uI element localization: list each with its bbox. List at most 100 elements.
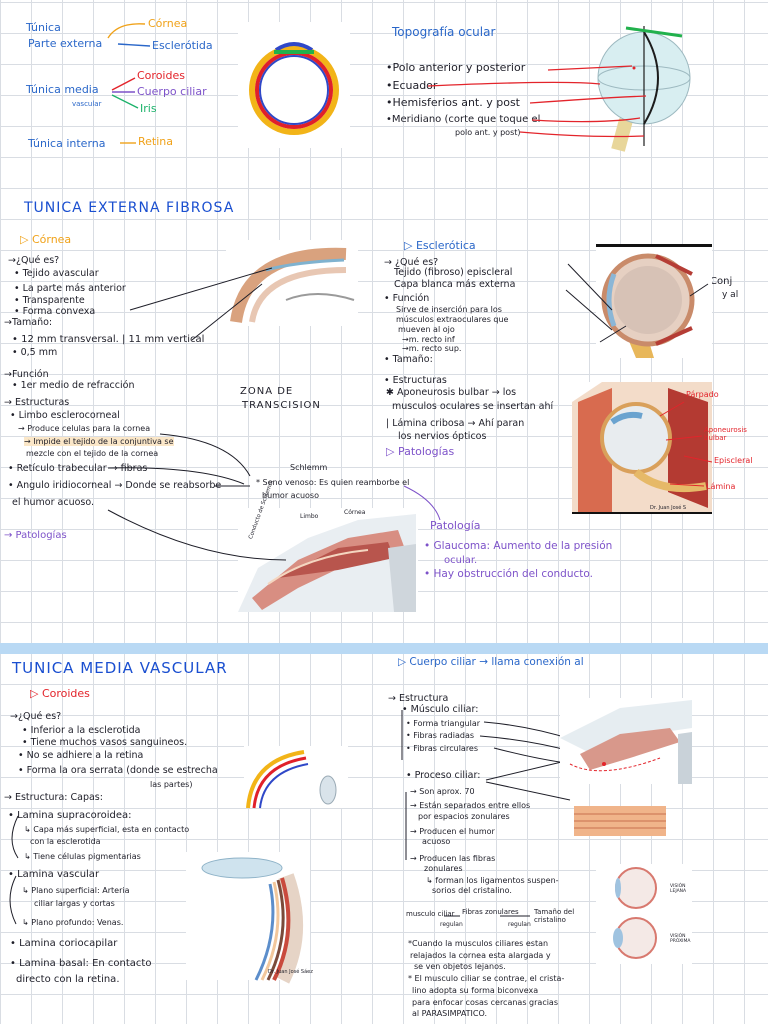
cc-p-3: por espacios zonulares — [418, 812, 510, 821]
parte-externa-label: Parte externa — [28, 37, 103, 50]
angulo-b: el humor acuoso. — [12, 497, 95, 508]
coroides-line-3: • No se adhiere a la retina — [18, 750, 144, 761]
cornea-tamano-1: • 12 mm transversal. | 11 mm vertical — [12, 334, 205, 345]
coroides-heading: ▷ Coroides — [30, 687, 90, 700]
topo-item-1: •Polo anterior y posterior — [386, 61, 526, 74]
limbo-2: → Impide el tejido de la conjuntiva se — [24, 437, 174, 447]
cc-note-2: relajados la cornea esta alargada y — [410, 951, 551, 960]
cornea-heading: ▷ Córnea — [20, 233, 72, 246]
cornea-line-4: • Forma convexa — [14, 306, 96, 317]
lamina-cribosa: | Lámina cribosa → Ahí paran — [386, 418, 525, 429]
cc-musculo: • Músculo ciliar: — [402, 704, 479, 715]
fig-cornea-label: Córnea — [344, 509, 366, 516]
lamina-supra: • Lamina supracoroidea: — [8, 810, 132, 821]
cc-note-5: lino adopta su forma biconvexa — [412, 986, 539, 995]
aponeurosis: ✱ Aponeurosis bulbar → los — [386, 387, 517, 398]
escl-que-es: → ¿Qué es? — [384, 257, 439, 268]
lamina-cribosa-b: los nervios ópticos — [398, 431, 487, 442]
vasc-2: ↳ Plano profundo: Venas. — [22, 918, 124, 927]
coroides-line-1: • Inferior a la esclerotida — [22, 725, 141, 736]
cc-note-4: * El musculo ciliar se contrae, el crist… — [408, 974, 565, 983]
coroides-line-5: las partes) — [150, 780, 193, 789]
zona-1: ZONA DE — [240, 386, 294, 397]
topo-item-3: •Hemisferios ant. y post — [386, 96, 520, 109]
parpado-label: Párpado — [686, 390, 719, 399]
cc-m-1: • Forma triangular — [406, 719, 481, 728]
vision-figure: VISIÓN LEJANA VISIÓN PRÓXIMA — [596, 864, 692, 964]
escl-insercion-2: →m. recto sup. — [402, 344, 462, 353]
cc-p-6: → Producen las fibras — [410, 854, 496, 863]
cc-proceso: • Proceso ciliar: — [406, 770, 481, 781]
sclera-eye-figure — [596, 244, 712, 358]
escl-funcion: • Función — [384, 293, 430, 304]
escl-def-2: Capa blanca más externa — [394, 279, 516, 290]
escl-patologias: ▷ Patologías — [386, 445, 455, 458]
escl-funcion-3: mueven al ojo — [398, 325, 455, 334]
aponeurosis-fig-label: Aponeurosis bulbar — [704, 426, 747, 443]
cuerpo-ciliar-heading: ▷ Cuerpo ciliar → llama conexión al — [398, 656, 584, 668]
lamina-basal-b: directo con la retina. — [16, 974, 120, 985]
coroides-line-2: • Tiene muchos vasos sanguineos. — [22, 737, 188, 748]
cc-note-3: se ven objetos lejanos. — [414, 962, 506, 971]
cc-note-6: para enfocar cosas cercanas gracias — [412, 998, 559, 1007]
cc-p-7: zonulares — [424, 864, 463, 873]
cornea-line-2: • La parte más anterior — [14, 283, 126, 294]
coroides-label: Coroides — [137, 69, 185, 82]
media-title: TUNICA MEDIA VASCULAR — [12, 659, 228, 677]
orbit-section-figure: Dr. Juan José S — [572, 382, 712, 514]
escl-insercion-1: →m. recto inf — [402, 335, 455, 344]
coroides-estructura: → Estructura: Capas: — [4, 792, 103, 803]
cc-forman: ↳ forman los ligamentos suspen- — [426, 876, 559, 885]
coroides-que-es: →¿Qué es? — [10, 711, 62, 722]
lamina-vascular: • Lamina vascular — [8, 869, 100, 880]
cornea-tamano-2: • 0,5 mm — [12, 347, 58, 358]
cornea-label: Córnea — [148, 17, 188, 30]
fibrosa-title: TUNICA EXTERNA FIBROSA — [24, 200, 235, 216]
topo-item-2: •Ecuador — [386, 79, 438, 92]
supra-1b: con la esclerotida — [30, 837, 101, 846]
cornea-tamano: →Tamaño: — [4, 317, 53, 328]
vasc-1: ↳ Plano superficial: Arteria — [22, 886, 130, 895]
coroides-line-4: • Forma la ora serrata (donde se estrech… — [18, 765, 218, 776]
reticulo: • Retículo trabecular → fibras — [8, 463, 148, 474]
patologia-item-1: • Glaucoma: Aumento de la presión — [424, 540, 613, 552]
conj-label-2: y al — [722, 290, 739, 300]
escl-funcion-1: Sirve de inserción para los — [396, 305, 502, 314]
flow-musculo: musculo ciliar — [406, 910, 455, 918]
flow-fibras: Fibras zonulares — [462, 908, 519, 916]
flow-regulan-1: regulan — [440, 921, 463, 928]
cornea-funcion-1: • 1er medio de refracción — [12, 380, 135, 391]
section-divider-band — [0, 643, 768, 654]
fig-limbo-label: Limbo — [300, 513, 319, 520]
escl-tamano: • Tamaño: — [384, 354, 433, 365]
cc-forman-b: sorios del cristalino. — [432, 886, 512, 895]
schlemm-label: Schlemm — [290, 463, 328, 472]
limbo: • Limbo esclerocorneal — [10, 410, 120, 421]
lamina-basal: • Lamina basal: En contacto — [10, 958, 152, 969]
topo-item-4-cont: polo ant. y post) — [455, 128, 521, 137]
vision-lejana-label: VISIÓN LEJANA — [670, 884, 687, 895]
vasc-1b: ciliar largas y cortas — [34, 899, 115, 908]
angulo: • Angulo iridiocorneal → Donde se reabso… — [8, 480, 222, 491]
topografia-title: Topografía ocular — [392, 25, 496, 39]
vision-proxima-label: VISIÓN PRÓXIMA — [670, 934, 691, 945]
patologia-item-2: ocular. — [444, 555, 478, 566]
escl-estructuras: • Estructuras — [384, 375, 447, 386]
muscle-fibers-figure — [574, 806, 666, 836]
layered-credit: Dr. Juan José Sáez — [268, 969, 313, 975]
cornea-que-es: →¿Qué es? — [8, 255, 60, 266]
fibrosa-patologias: → Patologías — [4, 530, 67, 541]
lamina-fig-label: Lámina — [706, 482, 736, 491]
cornea-funcion: →Función — [4, 369, 49, 380]
orbit-credit: Dr. Juan José S — [650, 505, 687, 511]
limbo-2b: mezcle con el tejido de la cornea — [26, 449, 159, 458]
supra-1: ↳ Capa más superficial, esta en contacto — [24, 825, 190, 834]
limbo-figure: Limbo Córnea Conducto de Schlemm — [238, 480, 418, 612]
cc-p-4: → Producen el humor — [410, 827, 495, 836]
cc-m-2: • Fibras radiadas — [406, 731, 475, 740]
coriocapilar: • Lamina coriocapilar — [10, 938, 118, 949]
